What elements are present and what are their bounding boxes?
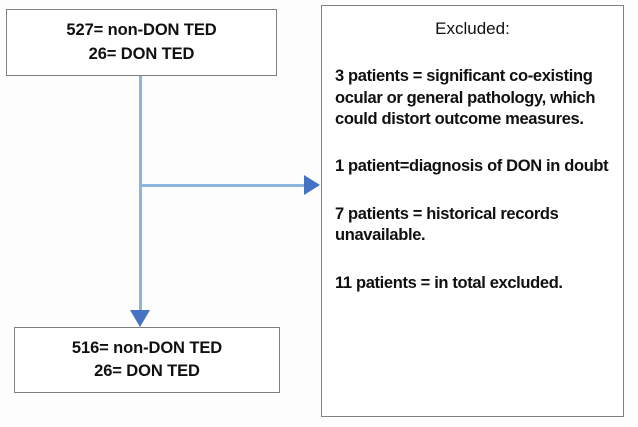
included-cohort-line-2: 26= DON TED [94,362,200,380]
excluded-reason-total: 11 patients = in total excluded. [335,273,563,292]
box-included-cohort: 516= non-DON TED 26= DON TED [14,327,280,393]
arrow-down-icon [130,310,150,327]
connector-vertical-line [139,76,142,313]
included-cohort-line-1: 516= non-DON TED [71,338,223,357]
initial-cohort-line-1: 527= non-DON TED [66,21,217,40]
box-initial-cohort: 527= non-DON TED 26= DON TED [6,9,277,76]
excluded-panel-title: Excluded: [435,19,510,38]
initial-cohort-line-2: 26= DON TED [88,44,195,63]
excluded-reason-diagnosis-doubt: 1 patient=diagnosis of DON in doubt [335,157,609,176]
connector-horizontal-line [139,184,306,187]
excluded-reason-pathology: 3 patients = significant co-existing ocu… [335,67,596,128]
panel-excluded: Excluded: 3 patients = significant co-ex… [321,5,624,417]
excluded-reason-records-unavailable: 7 patients = historical records unavaila… [335,204,559,245]
arrow-right-icon [304,175,320,195]
